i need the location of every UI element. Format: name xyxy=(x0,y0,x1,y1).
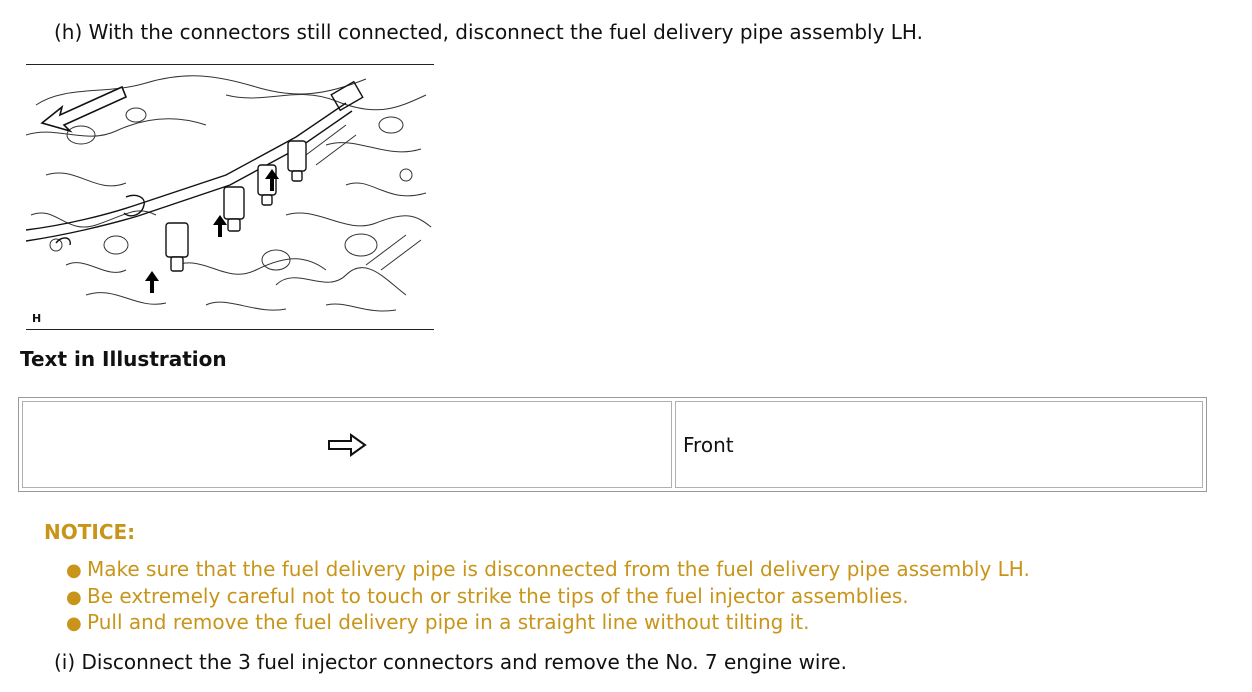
illustration-legend-table: Front xyxy=(18,397,1207,492)
notice-list: ●Make sure that the fuel delivery pipe i… xyxy=(66,557,1030,637)
legend-label-cell: Front xyxy=(675,401,1203,488)
bullet-icon: ● xyxy=(66,613,82,634)
notice-heading: NOTICE: xyxy=(44,520,136,544)
step-i-instruction: (i) Disconnect the 3 fuel injector conne… xyxy=(54,650,847,674)
notice-item: ●Make sure that the fuel delivery pipe i… xyxy=(66,557,1030,584)
notice-item: ●Pull and remove the fuel delivery pipe … xyxy=(66,610,1030,637)
notice-item: ●Be extremely careful not to touch or st… xyxy=(66,584,1030,611)
front-arrow-icon xyxy=(328,432,367,457)
fuel-delivery-pipe-drawing xyxy=(26,75,432,312)
bullet-icon: ● xyxy=(66,586,82,608)
step-h-instruction: (h) With the connectors still connected,… xyxy=(54,20,923,44)
text-in-illustration-heading: Text in Illustration xyxy=(20,347,227,371)
figure-corner-label: H xyxy=(32,312,42,325)
engine-illustration: H xyxy=(26,64,434,330)
bullet-icon: ● xyxy=(66,560,82,581)
legend-symbol-cell xyxy=(22,401,672,488)
